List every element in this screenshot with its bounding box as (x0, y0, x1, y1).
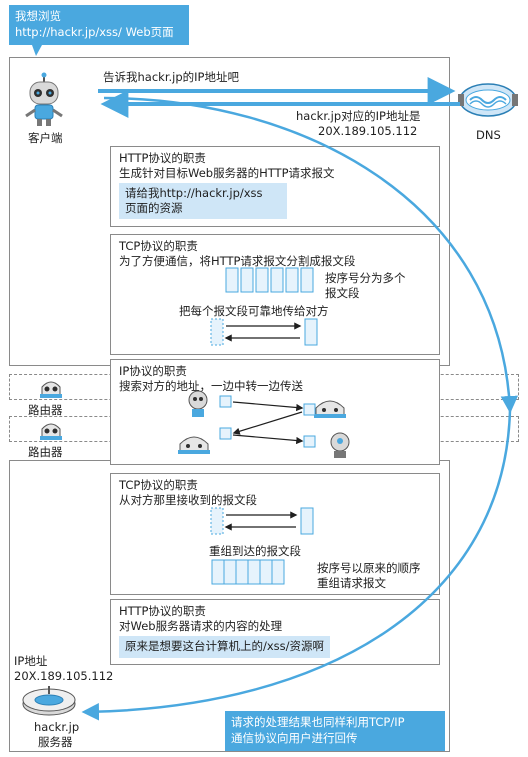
ip-relay-line-2 (232, 411, 303, 435)
server-icon (20, 684, 78, 718)
ip-segment-4 (303, 435, 316, 448)
tcp-receive-segment-right (300, 507, 314, 535)
tcp-receive-note-line-1: 按序号以原来的顺序 (317, 561, 421, 575)
server-name-line-1: hackr.jp (34, 720, 80, 734)
router-icon-1 (38, 377, 64, 399)
tcp-receive-desc: 从对方那里接收到的报文段 (119, 493, 257, 507)
ip-router-icon-bottom (178, 436, 210, 454)
tcp-send-segments (225, 267, 314, 293)
server-ip-value: 20X.189.105.112 (14, 669, 114, 683)
http-send-desc: 生成针对目标Web服务器的HTTP请求报文 (119, 166, 335, 180)
ip-desc: 搜索对方的地址，一边中转一边传送 (119, 379, 303, 393)
ip-segment-1 (219, 395, 232, 408)
ip-router-icon-top (314, 400, 346, 418)
http-send-title: HTTP协议的职责 (119, 151, 206, 165)
ip-relay-line-3 (232, 434, 304, 445)
http-send-callout-line-2: 页面的资源 (125, 201, 183, 215)
router-label-1: 路由器 (28, 403, 63, 417)
tcp-send-panel: TCP协议的职责 为了方便通信，将HTTP请求报文分割成报文段 按序号分为多个 … (110, 234, 440, 355)
server-ip-label: IP地址 (14, 654, 48, 668)
dns-server-icon (456, 78, 520, 122)
tcp-send-desc: 为了方便通信，将HTTP请求报文分割成报文段 (119, 254, 356, 268)
tcp-send-transfer-text: 把每个报文段可靠地传给对方 (179, 304, 329, 318)
router-icon-2 (38, 419, 64, 441)
ip-server-robot-icon (330, 432, 350, 458)
ip-client-robot-icon (188, 390, 208, 417)
http-receive-callout: 原来是想要这台计算机上的/xss/资源啊 (119, 636, 331, 658)
dns-response-line-2: 20X.189.105.112 (318, 124, 418, 138)
dns-request-text: 告诉我hackr.jp的IP地址吧 (103, 70, 239, 84)
top-speech-bubble: 我想浏览 http://hackr.jp/xss/ Web页面 (9, 5, 189, 45)
client-robot-icon (20, 72, 68, 128)
http-send-callout-line-1: 请给我http://hackr.jp/xss (125, 186, 263, 200)
bubble-line-1: 我想浏览 (15, 9, 61, 23)
http-receive-desc: 对Web服务器请求的内容的处理 (119, 619, 283, 633)
request-flow-curve (103, 96, 519, 414)
router-label-2: 路由器 (28, 445, 63, 459)
tcp-receive-reassembled-text: 重组到达的报文段 (209, 544, 301, 558)
server-name-line-2: 服务器 (38, 735, 73, 749)
bottom-callout-line-1: 请求的处理结果也同样利用TCP/IP (231, 715, 405, 729)
tcp-send-note-line-2: 报文段 (325, 286, 360, 300)
tcp-receive-note-line-2: 重组请求报文 (317, 576, 386, 590)
bubble-tail (32, 45, 42, 56)
tcp-receive-segment-left (210, 507, 224, 535)
ip-panel: IP协议的职责 搜索对方的地址，一边中转一边传送 (110, 359, 440, 465)
tcp-send-note-line-1: 按序号分为多个 (325, 271, 406, 285)
dns-response-line-1: hackr.jp对应的IP地址是 (296, 109, 421, 123)
tcp-receive-reassembled-block (211, 559, 285, 585)
http-receive-title: HTTP协议的职责 (119, 604, 206, 618)
ip-segment-3 (219, 427, 232, 440)
client-label: 客户端 (28, 131, 63, 145)
tcp-send-segment-left (210, 318, 224, 346)
ip-segment-2 (303, 403, 316, 416)
dns-label: DNS (476, 128, 501, 142)
tcp-send-title: TCP协议的职责 (119, 239, 198, 253)
bottom-callout: 请求的处理结果也同样利用TCP/IP 通信协议向用户进行回传 (225, 711, 445, 751)
tcp-send-segment-right (304, 318, 318, 346)
ip-relay-line-1 (232, 401, 304, 412)
bottom-callout-line-2: 通信协议向用户进行回传 (231, 731, 358, 745)
return-flow-curve (81, 409, 512, 721)
ip-title: IP协议的职责 (119, 364, 187, 378)
http-send-panel: HTTP协议的职责 生成针对目标Web服务器的HTTP请求报文 请给我http:… (110, 146, 440, 227)
tcp-receive-title: TCP协议的职责 (119, 478, 198, 492)
http-send-callout: 请给我http://hackr.jp/xss 页面的资源 (119, 183, 287, 219)
bubble-line-2: http://hackr.jp/xss/ Web页面 (15, 25, 174, 39)
